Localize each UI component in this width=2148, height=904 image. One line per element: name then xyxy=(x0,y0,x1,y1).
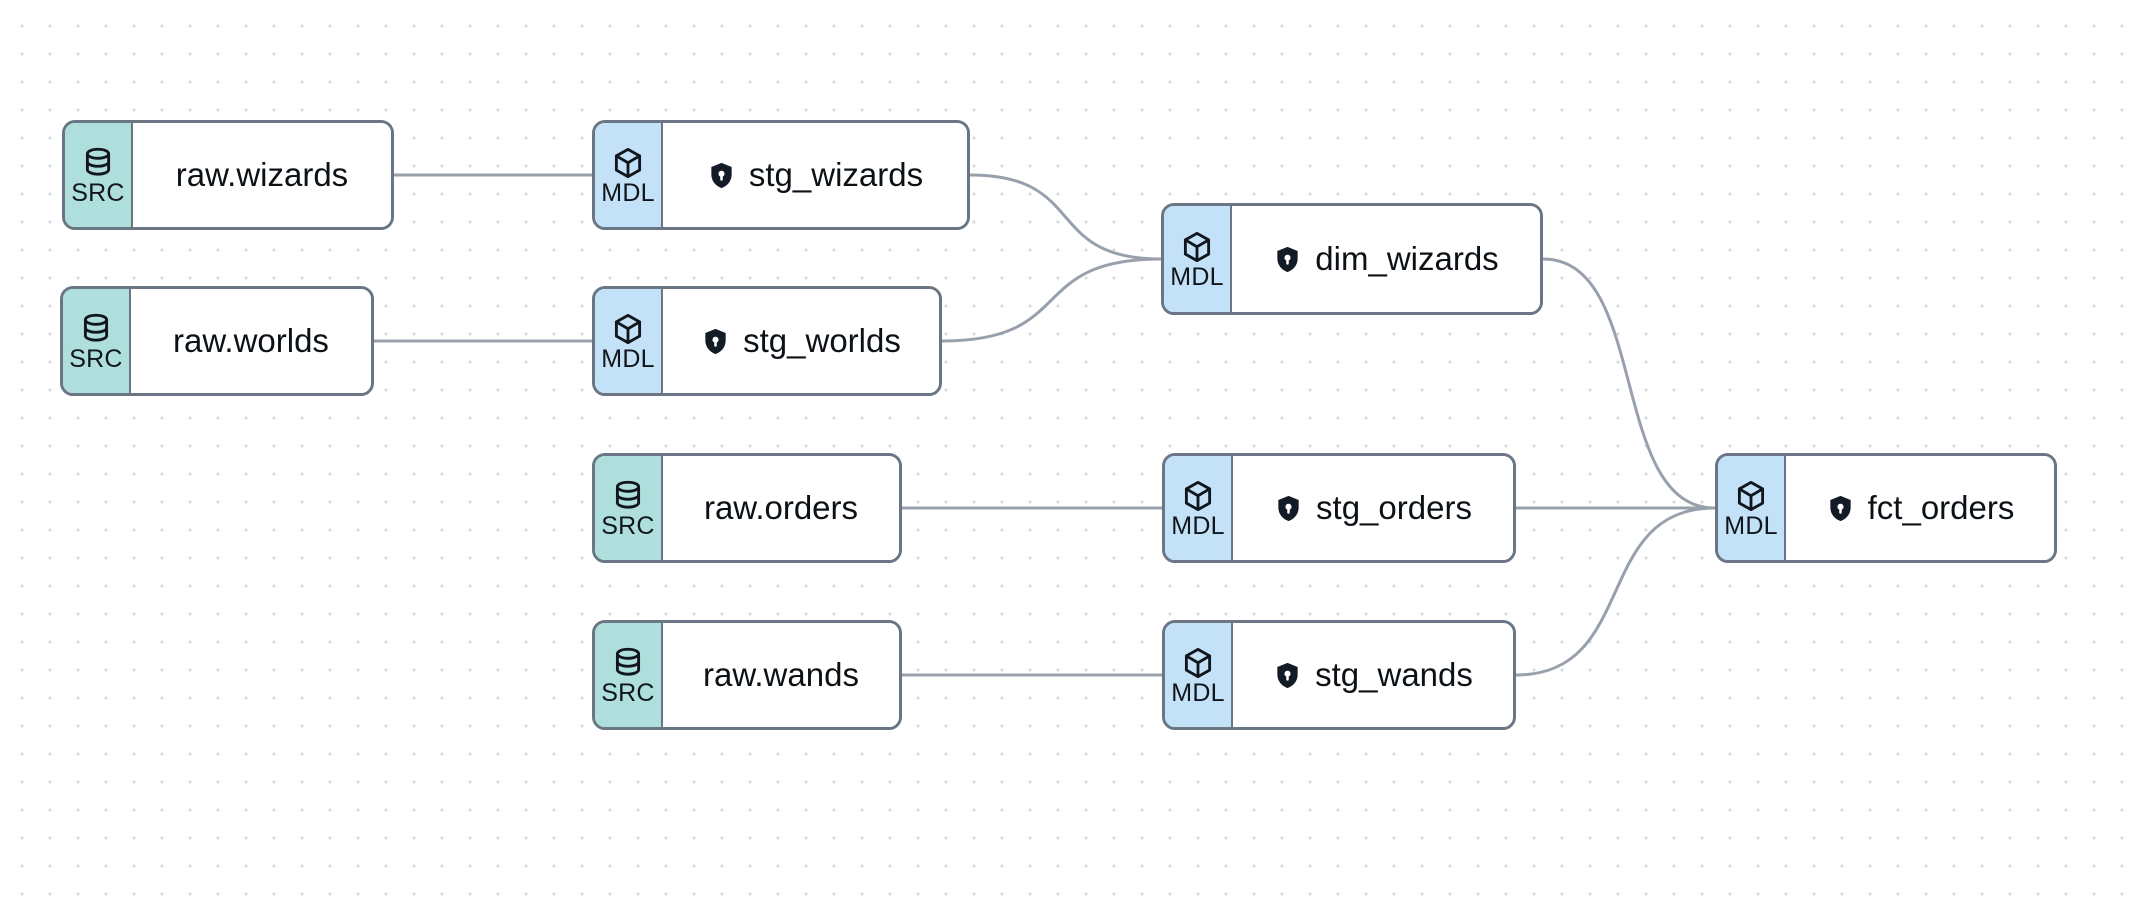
node-kind-label: MDL xyxy=(601,179,655,207)
graph-node-stg-wizards[interactable]: MDL stg_wizards xyxy=(592,120,970,230)
graph-node-stg-orders[interactable]: MDL stg_orders xyxy=(1162,453,1516,563)
node-kind-badge: MDL xyxy=(1718,456,1786,560)
node-kind-label: SRC xyxy=(601,512,655,540)
node-body: stg_worlds xyxy=(663,289,939,393)
database-icon xyxy=(81,146,115,180)
node-kind-badge: MDL xyxy=(595,289,663,393)
graph-node-fct-orders[interactable]: MDL fct_orders xyxy=(1715,453,2057,563)
node-label: raw.wands xyxy=(703,655,859,693)
node-body: raw.orders xyxy=(663,456,899,560)
node-kind-label: MDL xyxy=(1171,679,1225,707)
node-kind-badge: SRC xyxy=(65,123,133,227)
graph-edge-stg-wands-to-fct-orders[interactable] xyxy=(1514,506,1717,677)
node-kind-badge: MDL xyxy=(1165,456,1233,560)
node-body: raw.worlds xyxy=(131,289,371,393)
node-label: fct_orders xyxy=(1867,488,2015,526)
node-kind-badge: MDL xyxy=(1164,206,1232,312)
cube-icon xyxy=(1180,230,1214,264)
node-label: raw.orders xyxy=(703,488,859,526)
graph-edge-stg-wizards-to-dim-wizards[interactable] xyxy=(968,173,1163,261)
graph-edge-stg-worlds-to-dim-wizards[interactable] xyxy=(940,257,1163,343)
database-icon xyxy=(79,312,113,346)
node-kind-badge: SRC xyxy=(63,289,131,393)
graph-node-stg-wands[interactable]: MDL stg_wands xyxy=(1162,620,1516,730)
graph-node-raw-wands[interactable]: SRC raw.wands xyxy=(592,620,902,730)
node-kind-label: SRC xyxy=(71,179,125,207)
node-kind-badge: SRC xyxy=(595,623,663,727)
node-body: raw.wizards xyxy=(133,123,391,227)
node-label: raw.wizards xyxy=(175,155,349,193)
shield-lock-icon xyxy=(1274,494,1303,523)
cube-icon xyxy=(1181,646,1215,680)
node-label: stg_worlds xyxy=(743,321,901,359)
node-body: stg_wizards xyxy=(663,123,967,227)
cube-icon xyxy=(611,146,645,180)
database-icon xyxy=(611,646,645,680)
cube-icon xyxy=(1181,479,1215,513)
node-label: raw.worlds xyxy=(173,321,329,359)
node-body: raw.wands xyxy=(663,623,899,727)
node-kind-label: MDL xyxy=(601,345,655,373)
node-body: stg_orders xyxy=(1233,456,1513,560)
graph-node-dim-wizards[interactable]: MDL dim_wizards xyxy=(1161,203,1543,315)
node-label: stg_wands xyxy=(1315,655,1473,693)
graph-node-raw-wizards[interactable]: SRC raw.wizards xyxy=(62,120,394,230)
shield-lock-icon xyxy=(701,327,730,356)
shield-lock-icon xyxy=(1826,494,1855,523)
node-kind-badge: MDL xyxy=(1165,623,1233,727)
graph-node-stg-worlds[interactable]: MDL stg_worlds xyxy=(592,286,942,396)
cube-icon xyxy=(611,312,645,346)
node-label: stg_wizards xyxy=(748,155,924,193)
node-label: dim_wizards xyxy=(1315,239,1499,277)
node-kind-label: SRC xyxy=(601,679,655,707)
database-icon xyxy=(611,479,645,513)
node-kind-badge: SRC xyxy=(595,456,663,560)
node-body: fct_orders xyxy=(1786,456,2054,560)
node-body: stg_wands xyxy=(1233,623,1513,727)
shield-lock-icon xyxy=(1273,245,1302,274)
node-kind-label: MDL xyxy=(1171,512,1225,540)
shield-lock-icon xyxy=(707,161,736,190)
node-kind-label: SRC xyxy=(69,345,123,373)
node-label: stg_orders xyxy=(1316,488,1472,526)
node-kind-badge: MDL xyxy=(595,123,663,227)
graph-node-raw-orders[interactable]: SRC raw.orders xyxy=(592,453,902,563)
node-kind-label: MDL xyxy=(1724,512,1778,540)
cube-icon xyxy=(1734,479,1768,513)
node-body: dim_wizards xyxy=(1232,206,1540,312)
node-kind-label: MDL xyxy=(1170,263,1224,291)
graph-edge-dim-wizards-to-fct-orders[interactable] xyxy=(1541,257,1717,510)
graph-node-raw-worlds[interactable]: SRC raw.worlds xyxy=(60,286,374,396)
shield-lock-icon xyxy=(1273,661,1302,690)
